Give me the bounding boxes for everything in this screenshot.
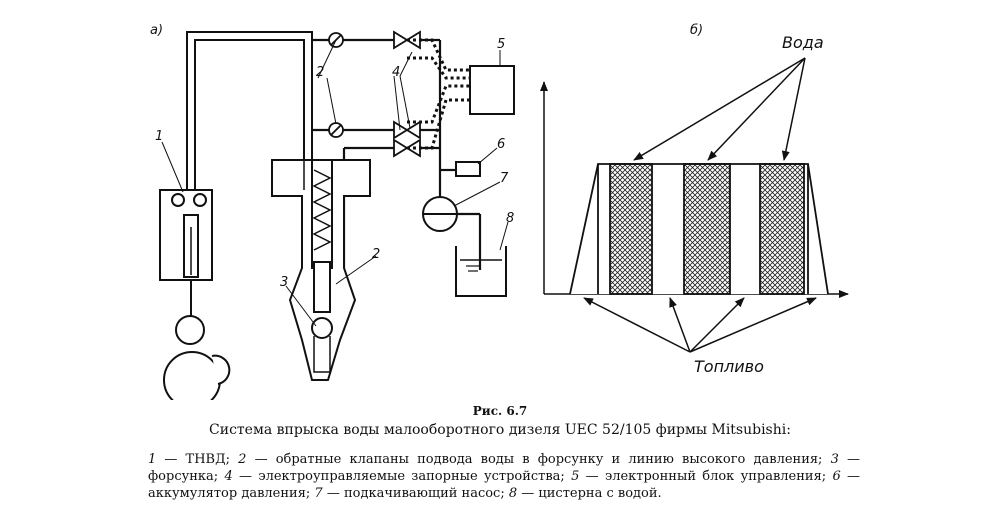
layers xyxy=(597,163,809,295)
label-2-bottom: 2 xyxy=(372,247,380,262)
water-label: Вода xyxy=(782,33,824,52)
fuel-pump xyxy=(159,189,231,400)
legend-text-2: — обратные клапаны подвода воды в форсун… xyxy=(246,452,831,467)
legend-num-8: 8 xyxy=(508,486,518,501)
high-pressure-line xyxy=(186,31,313,190)
panel-b-label: б) xyxy=(690,23,703,38)
legend-text-3: — форсунка; xyxy=(148,452,860,484)
injector xyxy=(271,159,371,381)
fuel-label: Топливо xyxy=(694,357,764,376)
pressure-accumulator xyxy=(455,161,481,177)
leader-lines xyxy=(161,39,509,327)
legend-num-3: 3 xyxy=(830,452,839,467)
water-tank xyxy=(455,246,507,297)
label-8: 8 xyxy=(506,211,514,226)
control-lines xyxy=(407,38,470,150)
legend-text-6: — аккумулятор давления; xyxy=(148,469,861,501)
legend-text-8: — цистерна с водой. xyxy=(517,486,662,501)
legend-text-5: — электронный блок управления; xyxy=(579,469,833,484)
label-5: 5 xyxy=(497,37,505,52)
water-layer-1 xyxy=(609,163,653,295)
legend-text-1: — ТНВД; xyxy=(156,452,239,467)
legend-num-7: 7 xyxy=(314,486,323,501)
panel-a-label: а) xyxy=(150,23,163,38)
legend-text-4: — электроуправляемые запорные устройства… xyxy=(232,469,572,484)
feed-pump xyxy=(422,196,458,232)
label-2-top: 2 xyxy=(316,65,324,80)
label-4: 4 xyxy=(392,65,400,80)
control-unit xyxy=(469,65,515,115)
legend-num-5: 5 xyxy=(571,469,580,484)
water-arrows xyxy=(633,57,806,161)
label-3: 3 xyxy=(280,275,288,290)
label-1: 1 xyxy=(155,129,163,144)
label-6: 6 xyxy=(497,137,505,152)
figure-number: Рис. 6.7 xyxy=(472,404,528,418)
legend-num-2: 2 xyxy=(238,452,247,467)
injection-diagram: а) xyxy=(150,23,849,400)
legend-num-6: 6 xyxy=(832,469,841,484)
legend-text-7: — подкачивающий насос; xyxy=(322,486,509,501)
water-layer-3 xyxy=(759,163,805,295)
figure-legend: 1 — ТНВД; 2 — обратные клапаны подвода в… xyxy=(148,451,860,502)
legend-num-1: 1 xyxy=(148,452,157,467)
label-7: 7 xyxy=(500,171,509,186)
fuel-arrows xyxy=(583,297,817,353)
shutoff-valves xyxy=(393,30,421,158)
figure-title: Система впрыска воды малооборотного дизе… xyxy=(209,422,791,438)
water-layer-2 xyxy=(683,163,731,295)
legend-num-4: 4 xyxy=(224,469,233,484)
